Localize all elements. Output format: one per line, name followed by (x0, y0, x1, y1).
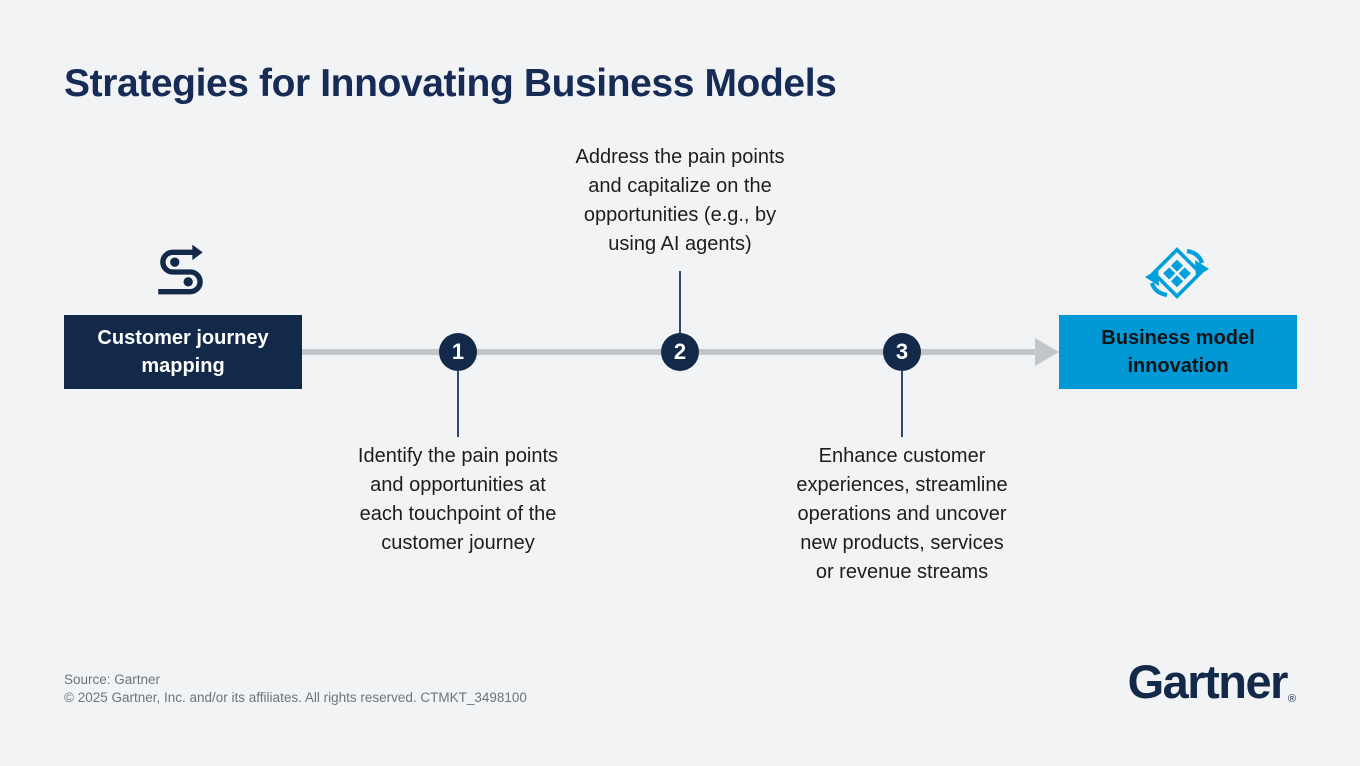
customer-journey-mapping-node: Customer journey mapping (64, 315, 302, 389)
business-model-innovation-node: Business model innovation (1059, 315, 1297, 389)
step-2-description: Address the pain points and capitalize o… (575, 146, 785, 255)
copyright-line: © 2025 Gartner, Inc. and/or its affiliat… (64, 689, 527, 705)
gartner-logo: Gartner ® (1128, 654, 1296, 709)
registered-mark-icon: ® (1287, 693, 1296, 705)
step-2-connector-line (679, 271, 681, 335)
page-title: Strategies for Innovating Business Model… (64, 62, 837, 105)
journey-path-icon (151, 241, 213, 308)
source-line: Source: Gartner (64, 672, 161, 687)
step-2-marker: 2 (661, 333, 699, 371)
business-model-rotate-icon (1145, 241, 1209, 310)
step-3-connector-line (901, 371, 903, 437)
step-3-description: Enhance customer experiences, streamline… (796, 445, 1008, 583)
step-1-connector-line (457, 371, 459, 437)
footer: Source: Gartner © 2025 Gartner, Inc. and… (64, 671, 527, 706)
gartner-logo-text: Gartner (1127, 655, 1289, 708)
step-1-marker: 1 (439, 333, 477, 371)
start-node-label: Customer journey mapping (97, 327, 269, 377)
step-3-marker: 3 (883, 333, 921, 371)
timeline-arrowhead-icon (1035, 338, 1059, 366)
end-node-label: Business model innovation (1101, 327, 1255, 377)
step-1-description: Identify the pain points and opportuniti… (357, 445, 559, 554)
